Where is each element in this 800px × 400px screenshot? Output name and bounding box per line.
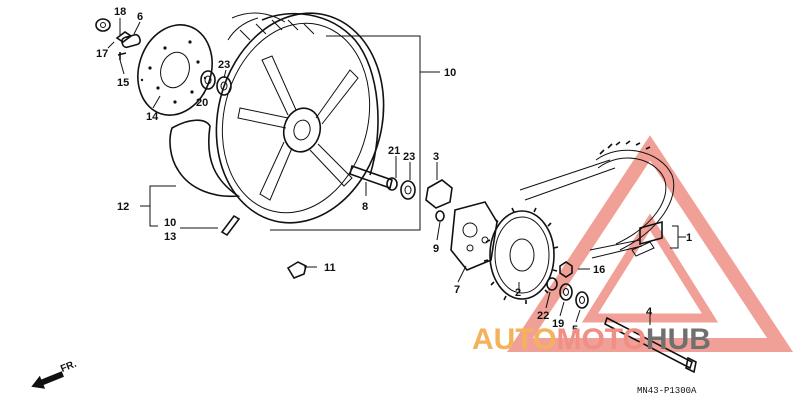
axle-collar-assembly [349,164,453,209]
callout-16: 16 [593,264,605,276]
callout-22: 22 [537,310,549,322]
callout-4: 4 [646,306,653,318]
sprocket-nuts-washers [546,261,589,309]
callout-19: 19 [552,318,564,330]
rear-axle [604,316,697,374]
watermark-part-hub: HUB [646,323,711,356]
wheel-assembly-bracket [270,35,440,231]
callout-labels: 1 2 3 4 5 6 7 8 9 10 10 11 12 13 14 15 1… [96,6,692,336]
direction-label: FR. [59,359,78,375]
callout-18: 18 [114,6,126,18]
callout-1: 1 [686,232,692,244]
callout-10-wheel: 10 [444,67,456,79]
callout-11: 11 [324,262,336,274]
callout-23-right: 23 [403,151,415,163]
watermark-part-moto: MOTO [556,323,645,356]
callout-3: 3 [433,151,439,163]
callout-2: 2 [515,287,521,299]
callout-6: 6 [137,11,143,23]
rear-wheel-rim [215,12,385,224]
balance-weight [286,261,307,279]
front-direction-indicator: FR. [31,359,78,389]
callout-12: 12 [117,201,129,213]
callout-13: 13 [164,231,176,243]
watermark-part-auto: AUTO [472,323,556,356]
brake-disc [137,24,213,116]
callout-8: 8 [362,201,368,213]
svg-text:AUTOMOTOHUB: AUTOMOTOHUB [472,323,711,356]
callout-9: 9 [433,243,439,255]
air-valve [220,214,241,237]
callout-leaders [107,18,686,325]
diagram-code: MN43-P1300A [637,386,697,396]
callout-23-left: 23 [218,59,230,71]
final-driven-flange [435,201,498,271]
callout-15: 15 [117,77,129,89]
callout-10-valve: 10 [164,217,176,229]
drive-chain [519,140,675,259]
watermark-wordmark: AUTOMOTOHUB [472,323,711,356]
callout-5: 5 [572,324,578,336]
tire-guard-panel [169,119,241,198]
disc-bolt-parts [95,18,141,60]
callout-21: 21 [388,145,400,157]
callout-14: 14 [146,111,159,123]
callout-20: 20 [196,97,208,109]
direction-arrow-icon [31,371,64,389]
rear-sprocket [483,207,559,304]
callout-17: 17 [96,48,108,60]
callout-7: 7 [454,284,460,296]
